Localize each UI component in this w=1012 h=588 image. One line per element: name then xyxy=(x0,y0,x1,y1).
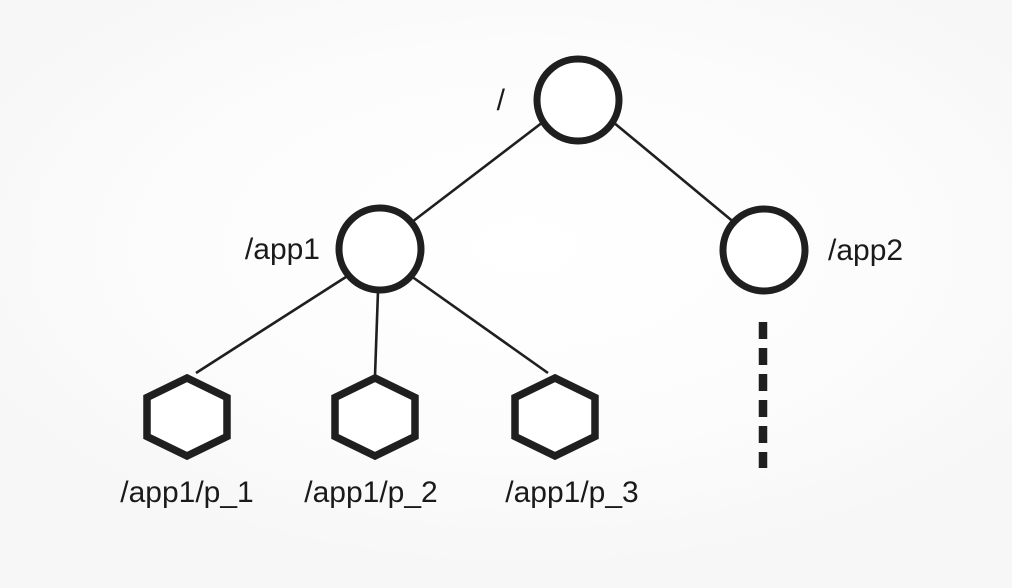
node-group: / /app1 /app2 /app1/p_1 /app1/p_2 xyxy=(120,55,903,509)
root-node-circle[interactable] xyxy=(533,55,623,145)
root-node-label: / xyxy=(497,84,506,117)
edge-app1-to-p1 xyxy=(195,273,350,375)
node-p3[interactable]: /app1/p_3 xyxy=(505,373,639,509)
app2-node-circle[interactable] xyxy=(719,205,809,295)
p1-node-hexagon[interactable] xyxy=(143,373,231,461)
node-p2[interactable]: /app1/p_2 xyxy=(304,373,438,509)
edge-app1-to-p2 xyxy=(373,290,380,377)
app2-node-label: /app2 xyxy=(828,234,903,267)
node-app1[interactable]: /app1 xyxy=(245,204,425,294)
p2-node-hexagon[interactable] xyxy=(331,373,419,461)
app1-node-label: /app1 xyxy=(245,233,320,266)
edge-group xyxy=(195,120,737,377)
edge-root-to-app1 xyxy=(411,120,544,224)
p3-node-hexagon[interactable] xyxy=(511,373,599,461)
edge-app1-to-p3 xyxy=(410,274,549,375)
p3-node-label: /app1/p_3 xyxy=(505,476,638,509)
node-app2[interactable]: /app2 xyxy=(719,205,903,295)
p2-node-label: /app1/p_2 xyxy=(304,476,437,509)
edge-root-to-app2 xyxy=(612,120,737,226)
app1-node-circle[interactable] xyxy=(335,204,425,294)
node-p1[interactable]: /app1/p_1 xyxy=(120,373,254,509)
node-root[interactable]: / xyxy=(497,55,623,145)
p1-node-label: /app1/p_1 xyxy=(120,476,253,509)
